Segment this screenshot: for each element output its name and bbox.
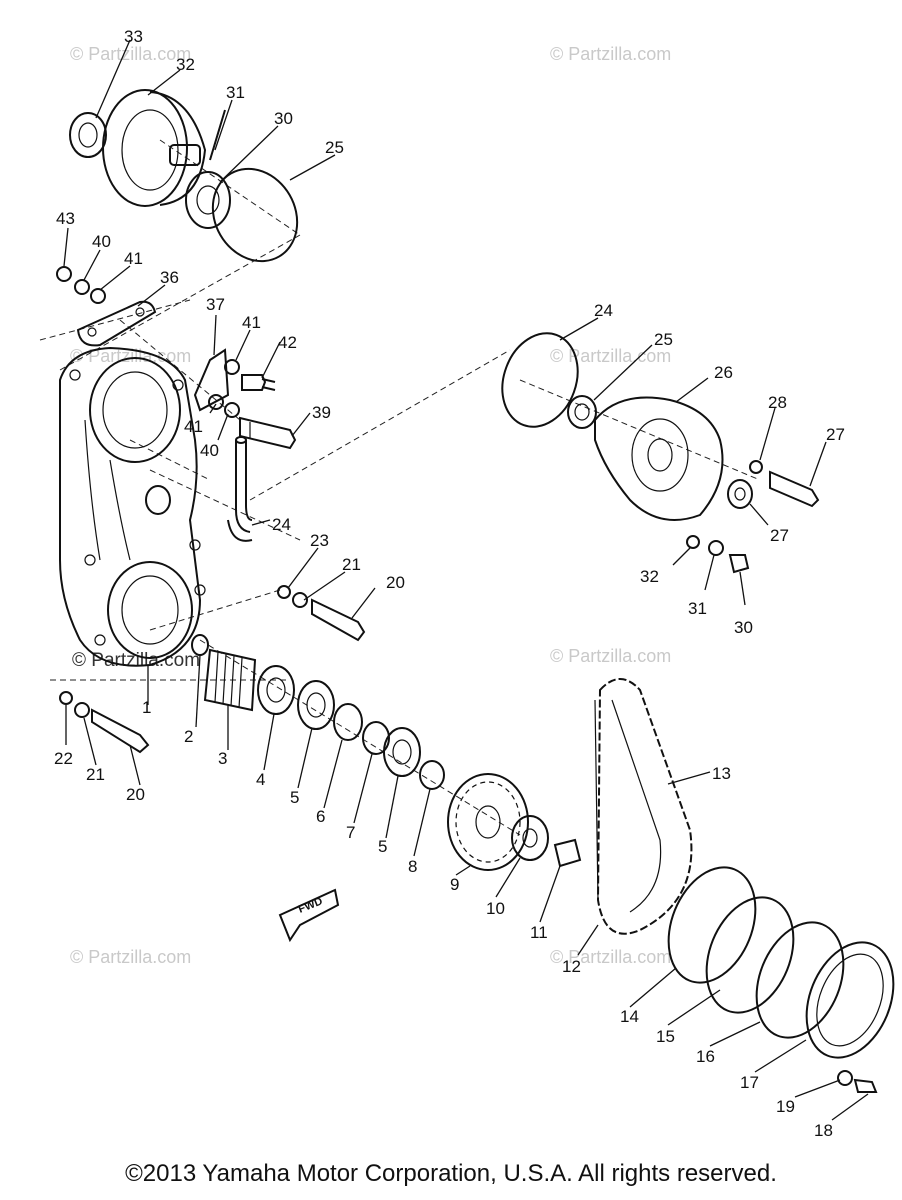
callout: 20 [126, 785, 145, 804]
callout: 24 [272, 515, 291, 534]
callout: 30 [734, 618, 753, 637]
breather-pipe [227, 436, 253, 542]
callout: 12 [562, 957, 581, 976]
callout: 2 [184, 727, 193, 746]
callout: 26 [714, 363, 733, 382]
callout: 5 [378, 837, 387, 856]
watermark: © Partzilla.com [70, 947, 191, 967]
callout: 31 [226, 83, 245, 102]
callout: 5 [290, 788, 299, 807]
washers-and-plate [56, 266, 157, 347]
callout: 10 [486, 899, 505, 918]
bolt-set-left [59, 691, 150, 754]
callout: 25 [325, 138, 344, 157]
callout: 41 [184, 417, 203, 436]
watermark: © Partzilla.com [550, 646, 671, 666]
watermark: © Partzilla.com [70, 44, 191, 64]
callout: 33 [124, 27, 143, 46]
callout: 1 [142, 698, 151, 717]
right-housing-assembly [501, 332, 820, 574]
callout: 13 [712, 764, 731, 783]
fwd-arrow: FWD [278, 888, 340, 943]
callout: 39 [312, 403, 331, 422]
callout-numbers: 33 32 31 30 25 43 40 41 36 37 41 42 39 4… [54, 27, 845, 1140]
callout: 32 [176, 55, 195, 74]
callout: 32 [640, 567, 659, 586]
callout: 31 [688, 599, 707, 618]
callout: 23 [310, 531, 329, 550]
copyright-notice: ©2013 Yamaha Motor Corporation, U.S.A. A… [125, 1160, 777, 1187]
callout: 40 [200, 441, 219, 460]
callout: 37 [206, 295, 225, 314]
callout: 30 [274, 109, 293, 128]
callout: 40 [92, 232, 111, 251]
callout: 9 [450, 875, 459, 894]
fwd-label: FWD [297, 895, 325, 916]
callout: 20 [386, 573, 405, 592]
callout: 11 [530, 923, 548, 942]
callout: 21 [342, 555, 361, 574]
callout: 16 [696, 1047, 715, 1066]
callout: 15 [656, 1027, 675, 1046]
watermark: © Partzilla.com [550, 44, 671, 64]
callout: 43 [56, 209, 75, 228]
bearing-cover-assembly [69, 89, 299, 263]
callout: 27 [826, 425, 845, 444]
case-cover [59, 346, 206, 667]
callout: 36 [160, 268, 179, 287]
bolt-set-right [277, 585, 366, 642]
callout: 42 [278, 333, 297, 352]
callout: 4 [256, 770, 265, 789]
watermark: © Partzilla.com [550, 346, 671, 366]
bracket-and-bolts [193, 348, 297, 450]
callout: 41 [124, 249, 143, 268]
callout: 18 [814, 1121, 833, 1140]
callout: 27 [770, 526, 789, 545]
callout: 28 [768, 393, 787, 412]
callout: 22 [54, 749, 73, 768]
watermark: © Partzilla.com [72, 650, 200, 671]
callout: 14 [620, 1007, 639, 1026]
callout: 24 [594, 301, 613, 320]
leader-lines [63, 39, 869, 1121]
callout: 19 [776, 1097, 795, 1116]
assembly-lines [39, 139, 761, 836]
callout: 21 [86, 765, 105, 784]
watermark: © Partzilla.com [70, 346, 191, 366]
callout: 41 [242, 313, 261, 332]
callout: 3 [218, 749, 227, 768]
cover-plates [667, 866, 895, 1093]
shaft-components [191, 634, 445, 790]
callout: 6 [316, 807, 325, 826]
drive-chain [594, 678, 693, 935]
watermarks: © Partzilla.com © Partzilla.com © Partzi… [70, 44, 671, 967]
sprocket-assembly [447, 773, 582, 871]
callout: 7 [346, 823, 355, 842]
callout: 25 [654, 330, 673, 349]
callout: 8 [408, 857, 417, 876]
callout: 17 [740, 1073, 759, 1092]
